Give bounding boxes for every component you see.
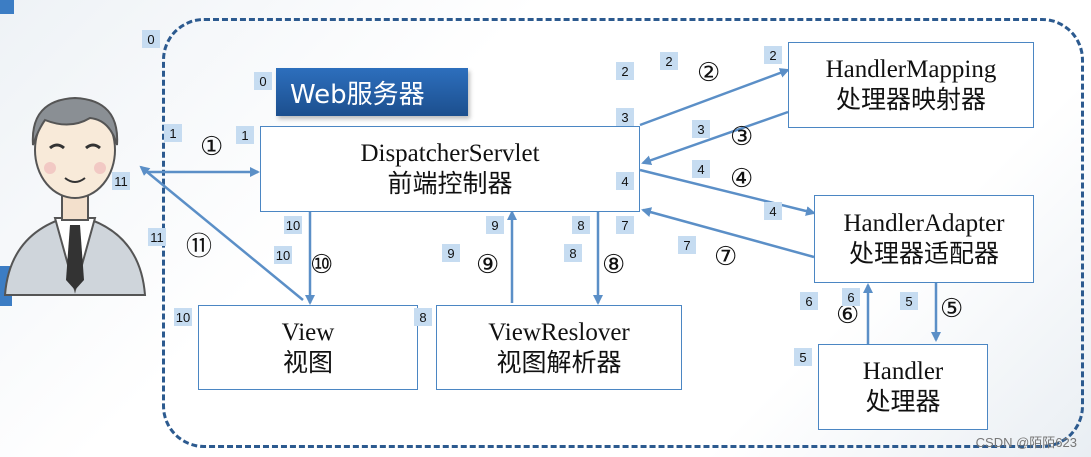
step-tag: 11 — [112, 172, 130, 190]
arrow-3 — [641, 110, 789, 166]
step-tag: 11 — [148, 228, 166, 246]
mapping-zh: 处理器映射器 — [835, 85, 986, 114]
step-tag: 5 — [794, 348, 812, 366]
step-tag: 6 — [842, 288, 860, 306]
dispatcher-servlet-box: DispatcherServlet 前端控制器 — [260, 126, 640, 212]
step-1-label: ① — [200, 132, 224, 162]
step-tag: 2 — [660, 52, 678, 70]
step-3-label: ③ — [730, 122, 754, 152]
step-tag: 1 — [164, 124, 182, 142]
dispatcher-zh: 前端控制器 — [387, 169, 513, 198]
step-tag: 8 — [564, 244, 582, 262]
step-tag: 9 — [486, 216, 504, 234]
step-tag: 3 — [616, 108, 634, 126]
step-tag: 4 — [616, 172, 634, 190]
handler-mapping-box: HandlerMapping 处理器映射器 — [788, 42, 1034, 128]
web-server-label: Web服务器 — [276, 68, 468, 116]
view-resolver-box: ViewReslover 视图解析器 — [436, 305, 682, 390]
step-8-label: ⑧ — [602, 250, 626, 280]
step-tag: 10 — [174, 308, 192, 326]
step-9-label: ⑨ — [476, 250, 500, 280]
step-7-label: ⑦ — [714, 242, 738, 272]
resolver-zh: 视图解析器 — [496, 347, 622, 377]
step-tag: 8 — [414, 308, 432, 326]
user-avatar-icon — [3, 96, 147, 296]
step-4-label: ④ — [730, 164, 754, 194]
adapter-zh: 处理器适配器 — [848, 239, 999, 268]
step-tag: 4 — [764, 202, 782, 220]
accent-bar — [0, 0, 14, 14]
step-tag: 7 — [616, 216, 634, 234]
step-tag: 10 — [284, 216, 302, 234]
view-box: View 视图 — [198, 305, 418, 390]
step-tag: 0 — [142, 30, 160, 48]
step-tag: 7 — [678, 236, 696, 254]
step-tag: 2 — [764, 46, 782, 64]
step-tag: 10 — [274, 246, 292, 264]
step-tag: 1 — [236, 126, 254, 144]
resolver-en: ViewReslover — [488, 318, 630, 346]
watermark: CSDN @陌陌623 — [975, 435, 1077, 450]
step-6-label: ⑥ — [836, 300, 860, 330]
step-tag: 4 — [692, 160, 710, 178]
step-11-label: ⑪ — [186, 232, 213, 262]
step-tag: 5 — [900, 292, 918, 310]
mapping-en: HandlerMapping — [825, 56, 997, 83]
arrow-11 — [139, 165, 304, 301]
adapter-en: HandlerAdapter — [843, 210, 1005, 237]
handler-box: Handler 处理器 — [818, 344, 988, 430]
step-tag: 6 — [800, 292, 818, 310]
arrow-4 — [639, 168, 816, 216]
dispatcher-en: DispatcherServlet — [360, 140, 540, 167]
handler-adapter-box: HandlerAdapter 处理器适配器 — [814, 195, 1034, 283]
step-tag: 0 — [254, 72, 272, 90]
step-tag: 8 — [572, 216, 590, 234]
handler-zh: 处理器 — [865, 387, 941, 416]
step-tag: 2 — [616, 62, 634, 80]
step-tag: 3 — [692, 120, 710, 138]
handler-en: Handler — [862, 358, 944, 385]
view-en: View — [281, 318, 335, 346]
arrow-2 — [639, 68, 790, 127]
step-5-label: ⑤ — [940, 294, 964, 324]
step-10-label: ⑩ — [310, 250, 334, 280]
step-tag: 9 — [442, 244, 460, 262]
step-2-label: ② — [697, 58, 721, 88]
arrow-7 — [641, 207, 815, 259]
view-zh: 视图 — [282, 347, 333, 377]
